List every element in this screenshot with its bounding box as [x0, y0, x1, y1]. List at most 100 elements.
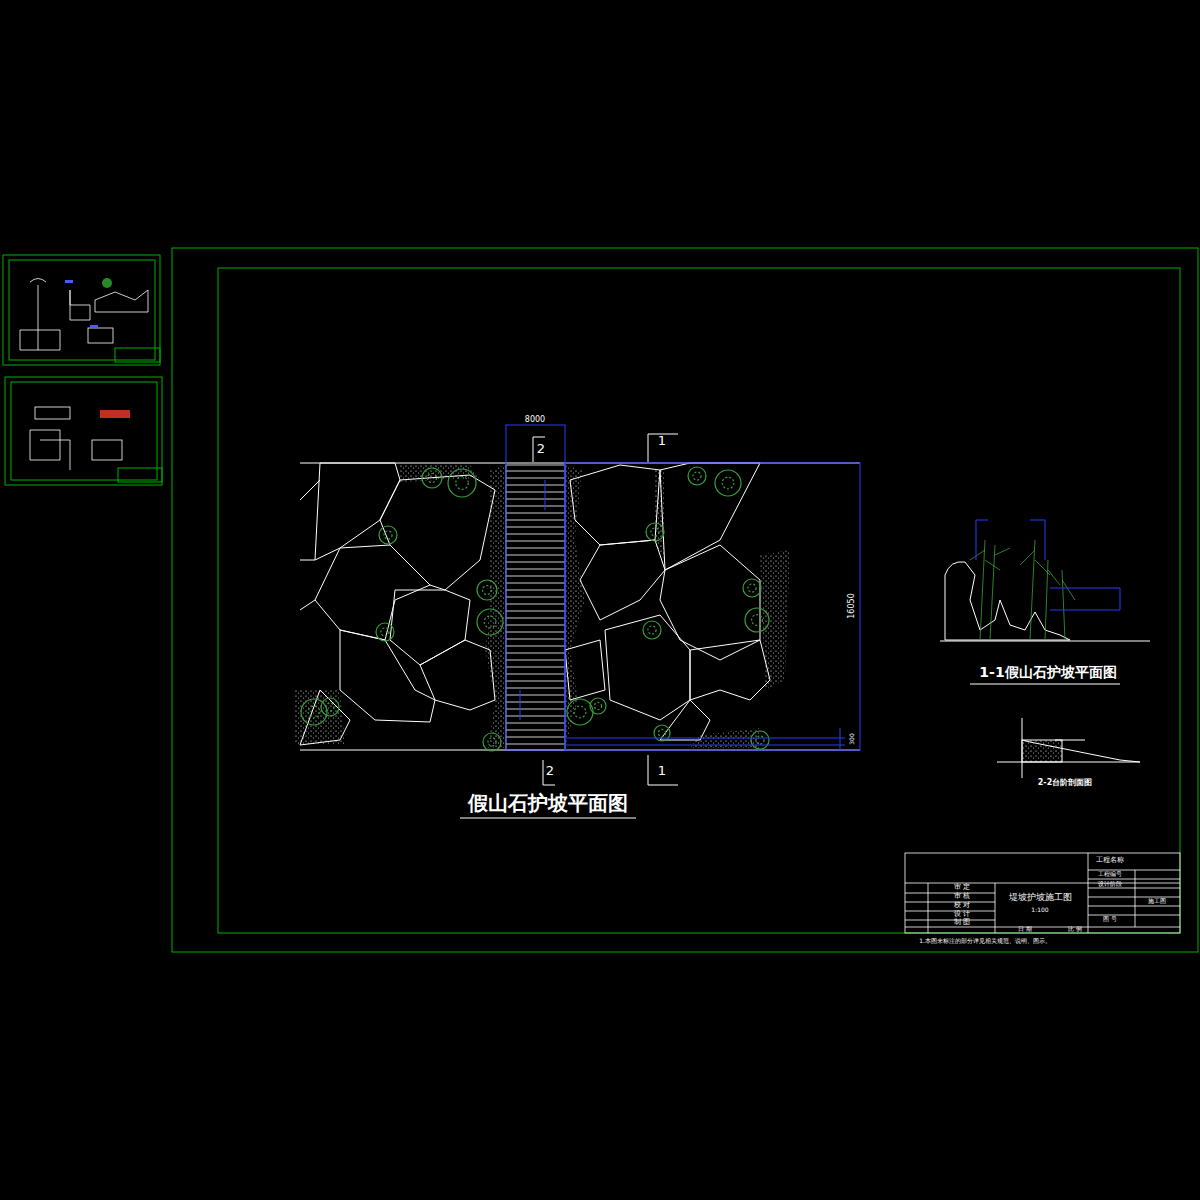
trees [688, 467, 706, 485]
dimension: 8000 [525, 416, 545, 425]
sheet-frames [3, 248, 1198, 952]
stair-treads [506, 632, 565, 633]
section-2-2 [1022, 740, 1062, 762]
title-block [928, 853, 1135, 933]
trees [326, 703, 334, 711]
thumbnail-sketches [20, 279, 148, 471]
rockery-stones [565, 640, 605, 700]
stair-treads [506, 618, 565, 619]
trees [646, 523, 664, 541]
trees [715, 470, 741, 496]
bamboo [970, 548, 1075, 600]
rockery-stones [340, 630, 435, 722]
title-underlines [970, 684, 1120, 685]
title-block-cell: 施工图 [1148, 898, 1166, 905]
trees [648, 626, 656, 634]
stair-treads [506, 478, 565, 479]
trees [756, 736, 764, 744]
stair-treads [506, 660, 565, 661]
stair-treads [506, 471, 565, 472]
trees [308, 706, 320, 718]
section-marker: 1 [658, 764, 666, 778]
dimension: 300 [849, 733, 856, 744]
title-block [1088, 870, 1180, 915]
stair-treads [506, 513, 565, 514]
rockery-stones [605, 615, 690, 720]
trees [745, 608, 769, 632]
rockery-stones [660, 545, 760, 660]
rockery-stones [660, 700, 710, 740]
thumbnail-accents [100, 410, 130, 418]
stair-treads [506, 639, 565, 640]
trees [483, 733, 501, 751]
dimension: 16050 [848, 593, 857, 618]
gravel-strips [485, 465, 506, 748]
trees [488, 738, 496, 746]
trees [693, 472, 701, 480]
section-markers [533, 437, 555, 785]
stair-treads [506, 709, 565, 710]
section-1-1 [940, 562, 1150, 641]
rockery-stones [380, 475, 495, 590]
trees [422, 468, 442, 488]
rockery-stones [315, 545, 430, 640]
section-2-2 [1055, 740, 1085, 741]
stair-treads [506, 569, 565, 570]
trees [381, 628, 389, 636]
thumbnail-accents [65, 278, 130, 418]
section-title: 1-1假山石护坡平面图 [979, 665, 1116, 680]
dimension-lines [506, 425, 565, 750]
stair-treads [506, 541, 565, 542]
title-underlines [460, 684, 1120, 818]
trees [477, 580, 497, 600]
stair-treads [506, 611, 565, 612]
stair-treads [506, 625, 565, 626]
stair-treads [506, 674, 565, 675]
trees [574, 706, 586, 718]
trees [321, 698, 339, 716]
stair-treads [506, 465, 565, 750]
stair-treads [506, 681, 565, 682]
stair-treads [506, 485, 565, 486]
sheet-frames [3, 255, 160, 365]
title-block-cell: 审 核 [954, 893, 970, 901]
stair-treads [506, 597, 565, 598]
rockery-stones [660, 463, 760, 570]
stair-treads [506, 744, 565, 745]
section-marker: 2 [537, 442, 545, 456]
stair-treads [506, 590, 565, 591]
stair-treads [506, 688, 565, 689]
trees [654, 725, 670, 741]
title-block-cell: 设 计 [954, 911, 970, 919]
sheet-frames [218, 268, 1180, 933]
section-2-2 [997, 718, 1140, 778]
stair-treads [506, 583, 565, 584]
title-underlines [460, 818, 636, 819]
rockery-stones [300, 690, 350, 745]
trees [567, 699, 593, 725]
trees [376, 623, 394, 641]
section-markers [648, 434, 678, 785]
rockery-stones [300, 480, 320, 610]
title-block-cell: 工程名称 [1096, 857, 1124, 865]
stair-treads [506, 723, 565, 724]
trees [752, 615, 763, 626]
rockery-stones [390, 590, 470, 665]
title-block [905, 883, 1180, 927]
section-marker: 2 [546, 764, 554, 778]
trees [722, 477, 734, 489]
note: 1.本图未标注的部分详见相关规范、说明、图示。 [919, 938, 1051, 945]
trees [748, 584, 756, 592]
trees [743, 579, 761, 597]
stair-treads [506, 604, 565, 605]
section-markers [533, 434, 678, 785]
sheet-frames [118, 468, 162, 482]
trees [483, 586, 492, 595]
thumbnail-sketches [20, 279, 90, 351]
section-title: 2-2台阶剖面图 [1038, 779, 1092, 788]
stair-treads [506, 737, 565, 738]
section-2-2 [1022, 740, 1140, 762]
section-2-2 [997, 718, 1140, 778]
